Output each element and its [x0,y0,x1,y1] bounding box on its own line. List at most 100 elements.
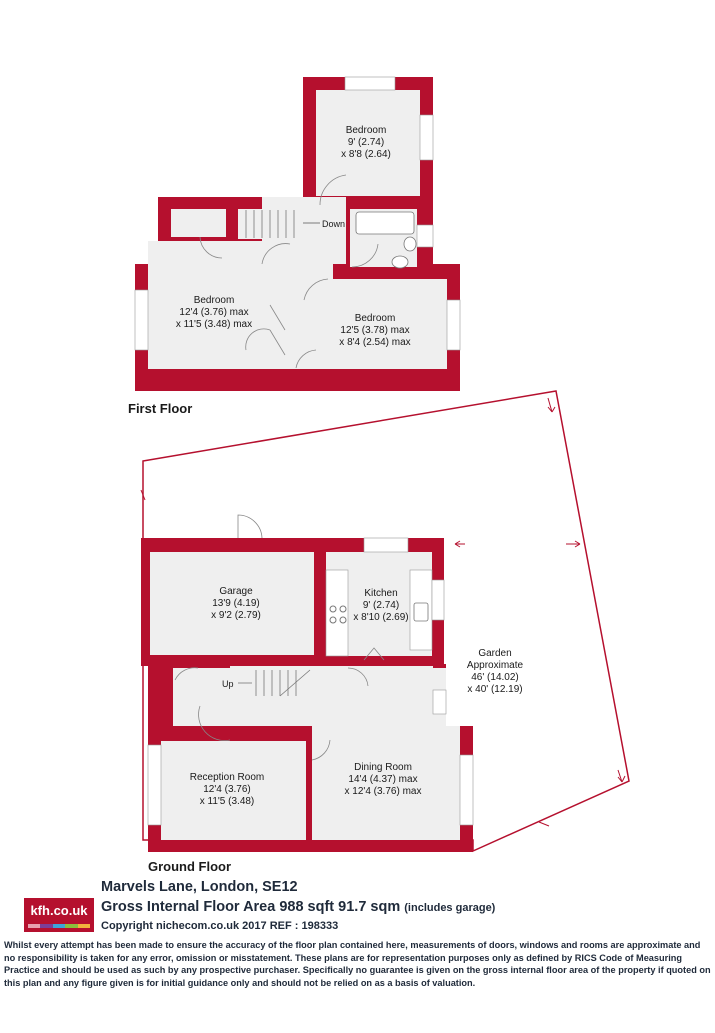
svg-text:x 8'8 (2.64): x 8'8 (2.64) [341,149,391,160]
bedroom-top-floor [316,90,420,196]
hob-icon [339,605,347,613]
svg-text:Kitchen: Kitchen [364,588,397,599]
stairs-floor [238,209,298,239]
dining-dim2: x 12'4 (3.76) max [345,786,422,797]
logo-stripe [52,924,66,928]
garage-name: Garage [219,586,253,597]
svg-text:Garage: Garage [219,586,253,597]
reception-name: Reception Room [190,772,264,783]
svg-text:x 9'2 (2.79): x 9'2 (2.79) [211,610,261,621]
svg-text:Down: Down [322,219,345,229]
svg-text:Up: Up [222,679,234,689]
svg-text:9' (2.74): 9' (2.74) [348,137,384,148]
bedroom-left-dim1: 12'4 (3.76) max [179,307,248,318]
floor-plan: Bedroom 9' (2.74) x 8'8 (2.64) Bedroom 1… [128,76,630,872]
svg-text:Reception Room: Reception Room [190,772,264,783]
bedroom-top-dim2: x 8'8 (2.64) [341,149,391,160]
svg-text:Ground Floor: Ground Floor [148,859,231,872]
bedroom-left-floor [148,241,293,369]
bedroom-right-name: Bedroom [355,313,396,324]
bedroom-top-name: Bedroom [346,125,387,136]
floor-area: Gross Internal Floor Area 988 sqft 91.7 … [101,899,495,915]
svg-text:x 8'4 (2.54) max: x 8'4 (2.54) max [339,337,410,348]
svg-text:x 12'4 (3.76) max: x 12'4 (3.76) max [345,786,422,797]
stairs-lines [245,210,295,238]
logo-stripe [28,924,41,928]
svg-text:x 8'10 (2.69): x 8'10 (2.69) [353,612,408,623]
hob-icon [329,605,337,613]
door-swings [237,514,263,539]
sink-icon [403,236,417,252]
svg-text:Bedroom: Bedroom [194,295,235,306]
svg-text:13'9 (4.19): 13'9 (4.19) [212,598,260,609]
kitchen-dim1: 9' (2.74) [363,600,399,611]
wardrobe-floor [246,350,290,369]
stairs-up-label: Up [222,679,234,689]
door-swings [199,174,379,369]
copyright: Copyright nichecom.co.uk 2017 REF : 1983… [101,920,339,932]
svg-text:Bedroom: Bedroom [355,313,396,324]
floor-area-value: Gross Internal Floor Area 988 sqft 91.7 … [101,899,401,915]
svg-text:46' (14.02): 46' (14.02) [471,672,519,683]
reception-dim2: x 11'5 (3.48) [200,796,255,807]
svg-text:x 11'5 (3.48): x 11'5 (3.48) [200,796,255,807]
logo-text: kfh.co.uk [30,903,88,918]
hob-icon [329,616,337,624]
sink-icon [413,602,429,622]
landing-floor [293,264,333,369]
kitchen-dim2: x 8'10 (2.69) [353,612,408,623]
svg-text:x 11'5 (3.48) max: x 11'5 (3.48) max [176,319,252,330]
kfh-logo: kfh.co.uk [24,898,94,932]
cupboard-floor [171,209,226,237]
logo-stripe [40,924,53,928]
dining-dim1: 14'4 (4.37) max [348,774,417,785]
floor-area-note: (includes garage) [404,902,496,914]
dining-name: Dining Room [354,762,412,773]
dining-floor [312,726,460,840]
garden-dim1: 46' (14.02) [471,672,519,683]
bedroom-left-dim2: x 11'5 (3.48) max [176,319,252,330]
ground-floor-plan: Garage 13'9 (4.19) x 9'2 (2.79) Kitchen … [140,390,630,872]
bedroom-top-dim1: 9' (2.74) [348,137,384,148]
garage-dim1: 13'9 (4.19) [212,598,260,609]
logo-stripes [28,924,91,928]
boundary-arrows [140,397,626,827]
svg-text:x 40' (12.19): x 40' (12.19) [467,684,522,695]
bedroom-right-dim2: x 8'4 (2.54) max [339,337,410,348]
logo-stripe [77,924,91,928]
svg-text:12'4 (3.76): 12'4 (3.76) [203,784,251,795]
svg-text:First Floor: First Floor [128,401,192,416]
toilet-icon [391,255,409,269]
svg-text:Garden: Garden [478,648,511,659]
first-floor-label: First Floor [128,401,192,416]
bedroom-left-name: Bedroom [194,295,235,306]
ground-floor-label: Ground Floor [148,859,231,872]
svg-text:Bedroom: Bedroom [346,125,387,136]
bedroom-right-dim1: 12'5 (3.78) max [340,325,409,336]
garden-dim2: x 40' (12.19) [467,684,522,695]
bedroom-right-floor [330,279,447,369]
reception-dim1: 12'4 (3.76) [203,784,251,795]
svg-text:12'4 (3.76) max: 12'4 (3.76) max [179,307,248,318]
garage-floor [150,552,314,655]
svg-text:9' (2.74): 9' (2.74) [363,600,399,611]
garage-dim2: x 9'2 (2.79) [211,610,261,621]
reception-floor [161,741,306,840]
garden-approx: Approximate [467,660,524,671]
stairs-lines [238,669,311,697]
bath-icon [355,211,415,235]
windows [134,76,461,351]
svg-text:14'4 (4.37) max: 14'4 (4.37) max [348,774,417,785]
hob-icon [339,616,347,624]
windows [147,537,474,826]
disclaimer: Whilst every attempt has been made to en… [4,940,711,988]
kitchen-name: Kitchen [364,588,397,599]
property-address: Marvels Lane, London, SE12 [101,879,298,895]
svg-text:12'5 (3.78) max: 12'5 (3.78) max [340,325,409,336]
garden-name: Garden [478,648,511,659]
svg-text:Approximate: Approximate [467,660,524,671]
logo-stripe [65,924,78,928]
door-swings [174,647,385,761]
stairs-down-label: Down [322,219,345,229]
first-floor-plan: Bedroom 9' (2.74) x 8'8 (2.64) Bedroom 1… [128,76,461,416]
